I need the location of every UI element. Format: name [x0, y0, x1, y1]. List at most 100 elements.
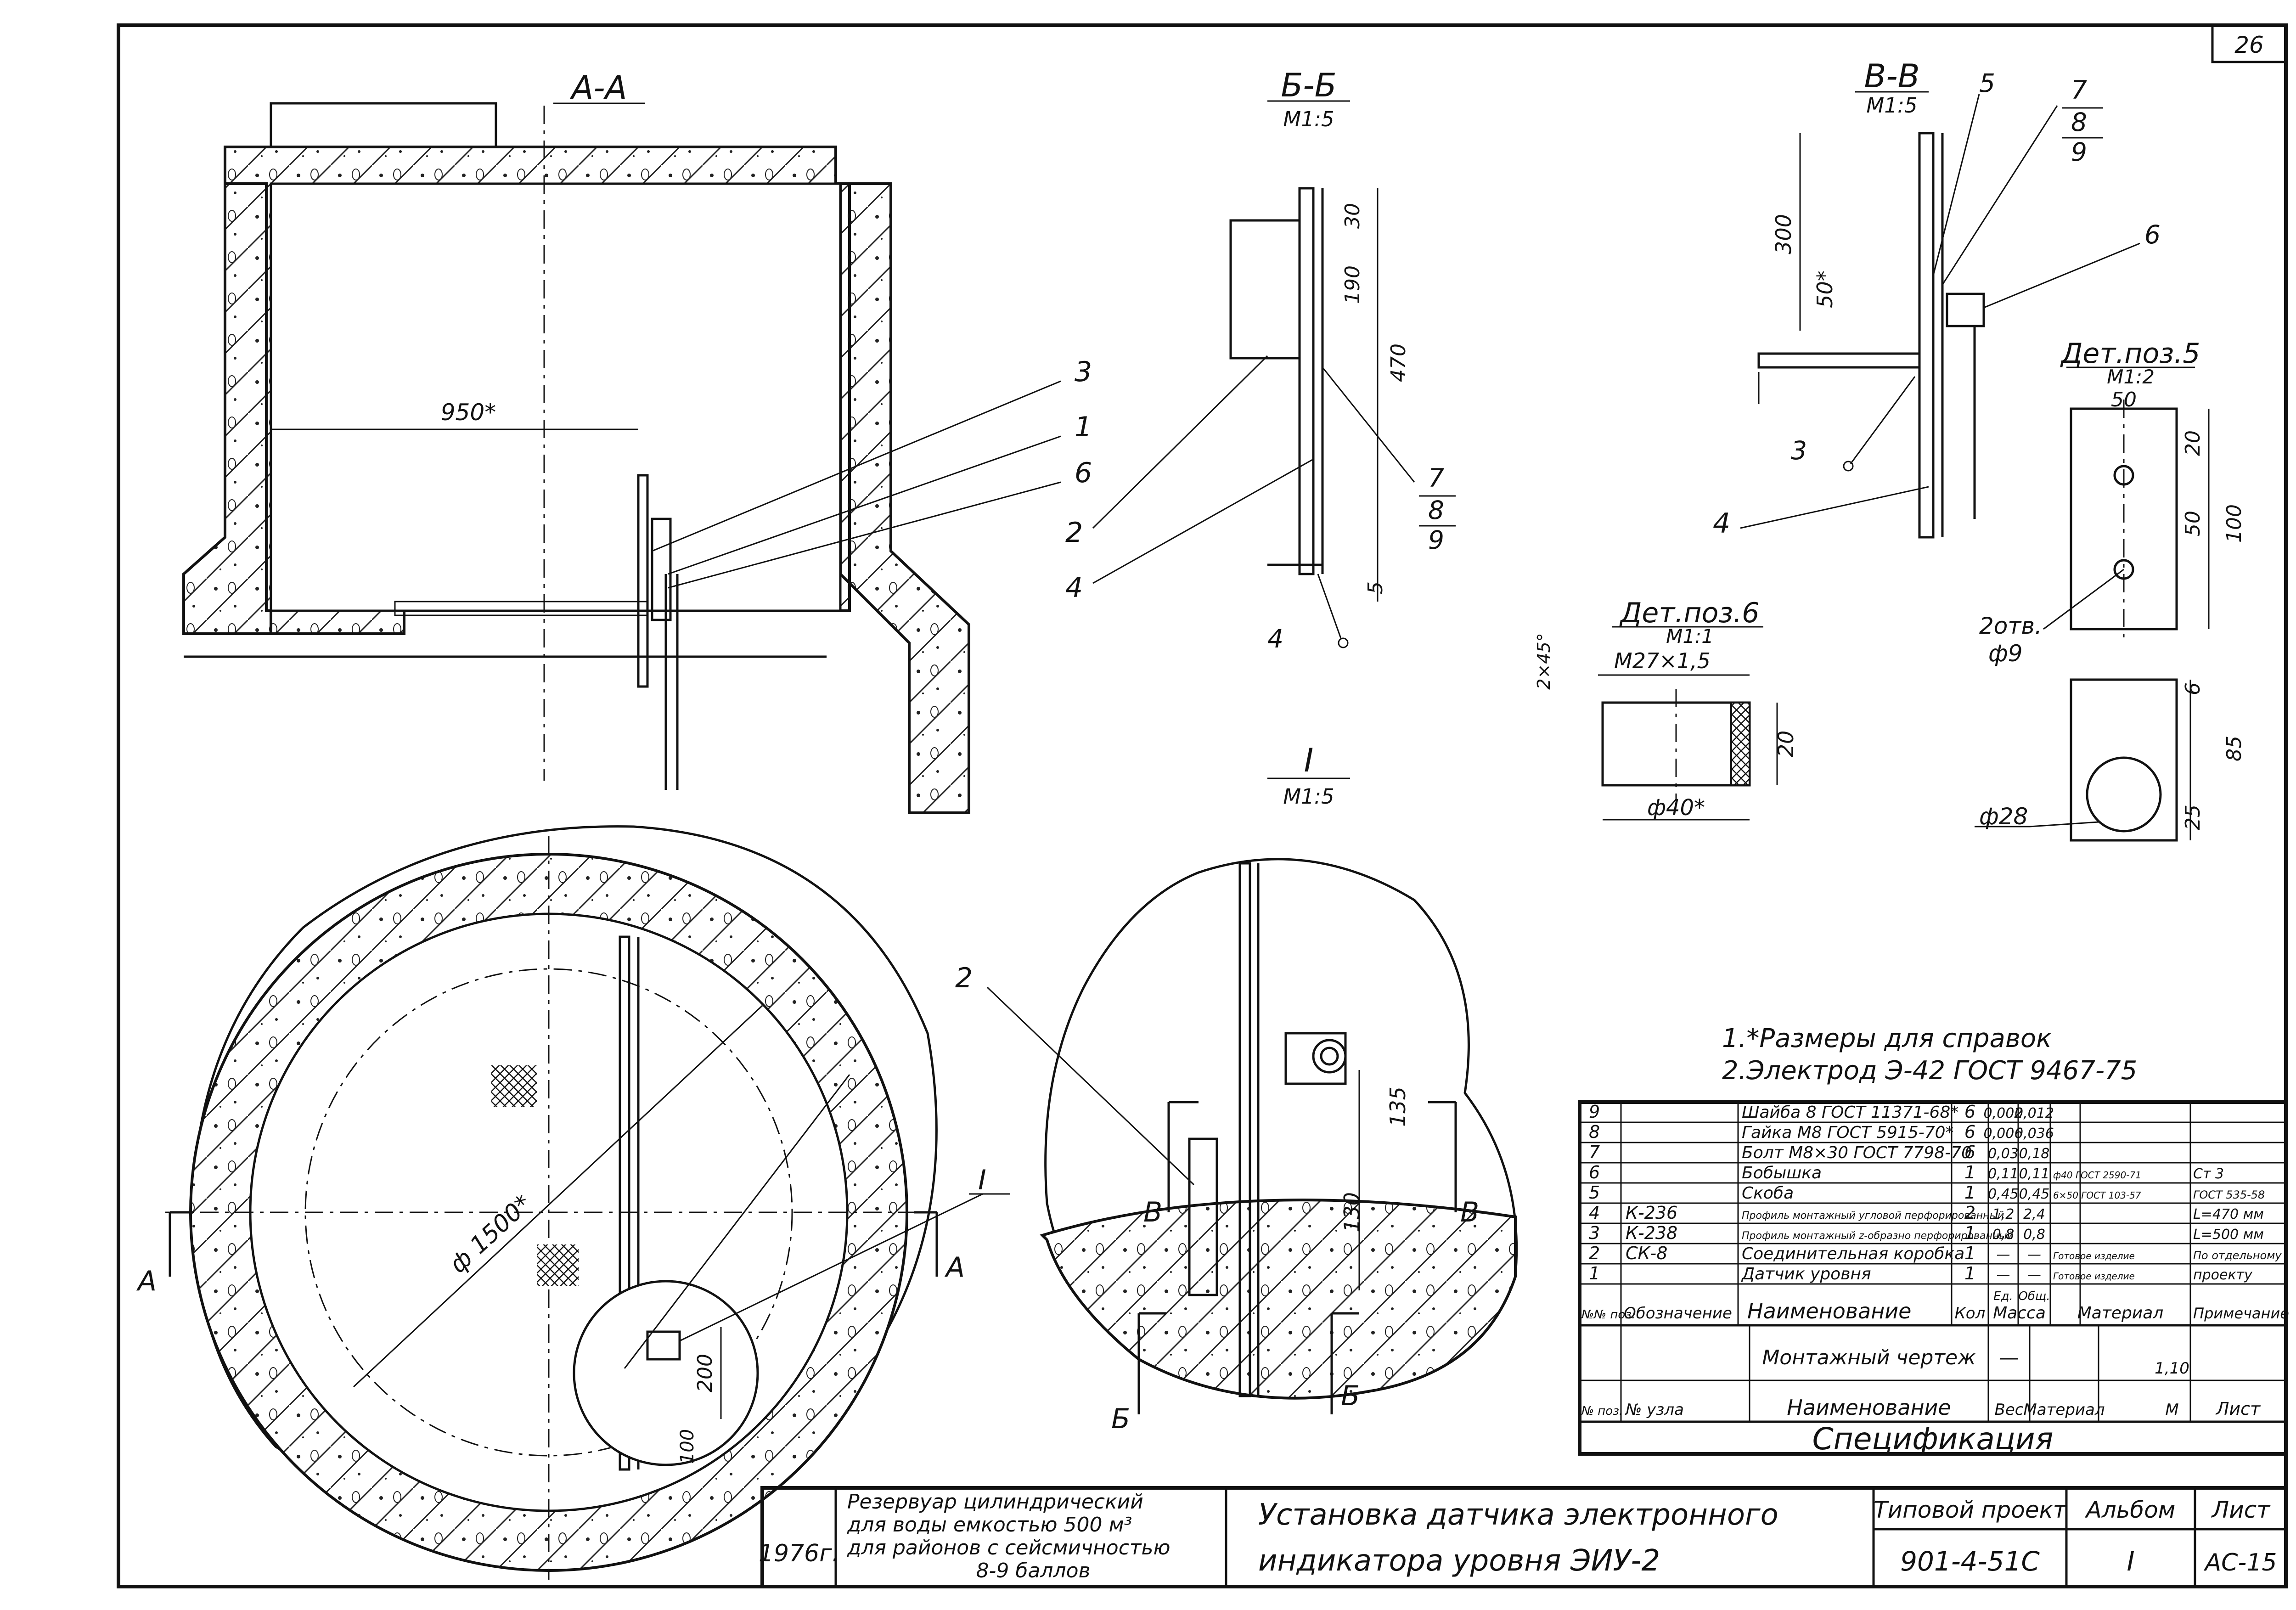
spec-row-unit: 0,006: [1984, 1126, 2023, 1142]
vv-dim-300: 300: [1771, 214, 1796, 254]
spec-row-total: 0,8: [2023, 1227, 2045, 1243]
tb-album-value: I: [2127, 1546, 2134, 1577]
detail6-chamfer: 2×45°: [1534, 633, 1554, 689]
plan-dim-200: 200: [693, 1354, 717, 1392]
assembly-scale: 1,10: [2155, 1359, 2189, 1378]
spec-row-name: Бобышка: [1742, 1164, 1822, 1182]
sheet-number-box: [2211, 24, 2287, 63]
spec-row-unit: 0,45: [1988, 1186, 2019, 1202]
spec-row-unit: 0,03: [1988, 1146, 2019, 1162]
spec-row-note: Ст 3: [2193, 1166, 2224, 1182]
spec-row-pos: 6: [1589, 1162, 1600, 1182]
section-vv: В-В М1:5 300 50* 5 7 8 9 6 4 3: [1713, 57, 2161, 540]
note-2: 2.Электрод Э-42 ГОСТ 9467-75: [1722, 1056, 2137, 1086]
spec-row-pos: 5: [1589, 1182, 1600, 1203]
vv-weld-mark: 3: [1791, 436, 1807, 465]
spec-row-qty: 1: [1964, 1243, 1975, 1263]
spec-row-total: 0,45: [2019, 1186, 2050, 1202]
tb-album-label: Альбом: [2085, 1497, 2176, 1523]
spec-row-pos: 2: [1589, 1243, 1600, 1263]
tb-sheet-value: АС-15: [2204, 1549, 2277, 1576]
spec-row-designation: К-236: [1626, 1203, 1677, 1223]
spec-row-unit: 0,11: [1988, 1166, 2019, 1182]
bb-callout-9: 9: [1428, 525, 1444, 555]
detail5-dim-50: 50: [2181, 511, 2205, 536]
detail5-dim-100: 100: [2223, 504, 2246, 543]
spec-head-material: Материал: [2077, 1304, 2164, 1323]
spec-row-name: Шайба 8 ГОСТ 11371-68*: [1742, 1103, 1958, 1122]
detail5-dim-6: 6: [2181, 682, 2205, 695]
vv-callout-6: 6: [2144, 220, 2161, 249]
spec-row-note: По отдельному: [2193, 1249, 2282, 1262]
section-vv-scale: М1:5: [1866, 93, 1917, 118]
spec-row-name: Соединительная коробка: [1742, 1244, 1964, 1263]
bb-dim-5: 5: [1364, 581, 1387, 594]
tb-year: 1976г.: [759, 1540, 839, 1567]
detail5-dim-85: 85: [2223, 736, 2246, 761]
spec-row-note: ГОСТ 535-58: [2193, 1188, 2265, 1201]
spec-row-note: проекту: [2193, 1267, 2253, 1283]
bb-dim-190: 190: [1341, 265, 1364, 304]
plan-dim-100: 100: [677, 1429, 698, 1464]
tb-typ-value: 901-4-51С: [1900, 1546, 2040, 1577]
plan-callout-I: I: [978, 1164, 986, 1196]
asm-head-scale: М: [2165, 1401, 2178, 1419]
detail5-scale: М1:2: [2107, 366, 2155, 388]
bb-dim-470: 470: [1387, 343, 1410, 382]
spec-head-designation: Обозначение: [1624, 1304, 1732, 1323]
asm-head-material: Материал: [2023, 1401, 2105, 1419]
detail5-dim-25: 25: [2181, 805, 2205, 830]
spec-row-pos: 9: [1589, 1102, 1600, 1122]
tb-project-3: для районов с сейсмичностью: [847, 1536, 1171, 1559]
section-vv-title: В-В: [1864, 57, 1919, 95]
spec-row-unit: 0,8: [1992, 1227, 2015, 1243]
tb-project-2: для воды емкостью 500 м³: [847, 1513, 1132, 1537]
detail-i: I М1:5 135 130 В В Б Б: [1040, 742, 1518, 1435]
cut-a-left: А: [136, 1265, 157, 1297]
tb-title-2: индикатора уровня ЭИУ-2: [1258, 1544, 1660, 1578]
detail-i-dim-130: 130: [1339, 1192, 1364, 1233]
section-bb-title: Б-Б: [1281, 67, 1336, 104]
detail-i-title: I: [1304, 742, 1314, 779]
spec-row-qty: 2: [1964, 1203, 1975, 1223]
note-1: 1.*Размеры для справок: [1722, 1024, 2052, 1053]
spec-row-name: Профиль монтажный z-образно перфорирован…: [1742, 1230, 2014, 1242]
vv-callout-7: 7: [2071, 75, 2087, 105]
asm-head-name: Наименование: [1787, 1395, 1951, 1420]
spec-row-total: 0,036: [2015, 1126, 2054, 1142]
spec-row-total: —: [2027, 1267, 2041, 1283]
tb-project-1: Резервуар цилиндрический: [847, 1490, 1143, 1514]
vv-callout-4: 4: [1713, 507, 1730, 540]
spec-row-unit: —: [1997, 1247, 2010, 1263]
spec-head-note: Примечание: [2193, 1305, 2289, 1322]
tb-typ-label: Типовой проект: [1874, 1497, 2067, 1523]
spec-row-material: Готовое изделие: [2053, 1250, 2135, 1261]
spec-head-qty: Кол: [1955, 1304, 1986, 1323]
spec-row-note: L=500 мм: [2193, 1227, 2264, 1243]
detail5-title: Дет.поз.5: [2060, 338, 2200, 370]
title-block: 1976г. Резервуар цилиндрический для воды…: [759, 1486, 2288, 1588]
detail5-hole-d: ф9: [1988, 640, 2023, 667]
spec-row-unit: 1,2: [1992, 1206, 2015, 1222]
bb-callout-7: 7: [1428, 463, 1444, 493]
section-bb: Б-Б М1:5 30 190 470 5 2 4 7 8 9 4: [1065, 67, 1456, 653]
cut-v-left: В: [1143, 1196, 1162, 1228]
spec-row-material: Готовое изделие: [2053, 1271, 2135, 1282]
spec-row-total: 0,11: [2019, 1166, 2050, 1182]
spec-row-designation: К-238: [1626, 1223, 1677, 1243]
vv-callout-9: 9: [2071, 137, 2087, 167]
spec-row-designation: СК-8: [1626, 1243, 1667, 1263]
detail-pos6: Дет.поз.6 М1:1 2×45° М27×1,5 20 ф40*: [1534, 597, 1798, 821]
detail6-scale: М1:1: [1666, 625, 1714, 647]
spec-row-name: Болт М8×30 ГОСТ 7798-70: [1742, 1143, 1972, 1162]
bb-callout-4: 4: [1065, 572, 1083, 604]
spec-row-total: 0,012: [2015, 1105, 2054, 1121]
spec-head-pos: №№ поз.: [1581, 1308, 1635, 1322]
vv-callout-8: 8: [2071, 107, 2087, 137]
spec-row-note: L=470 мм: [2193, 1206, 2264, 1222]
spec-row-material: ф40 ГОСТ 2590-71: [2053, 1170, 2141, 1181]
detail6-diameter: ф40*: [1647, 795, 1705, 821]
section-aa-title: А-А: [569, 69, 627, 107]
aa-callout-6: 6: [1075, 457, 1092, 489]
